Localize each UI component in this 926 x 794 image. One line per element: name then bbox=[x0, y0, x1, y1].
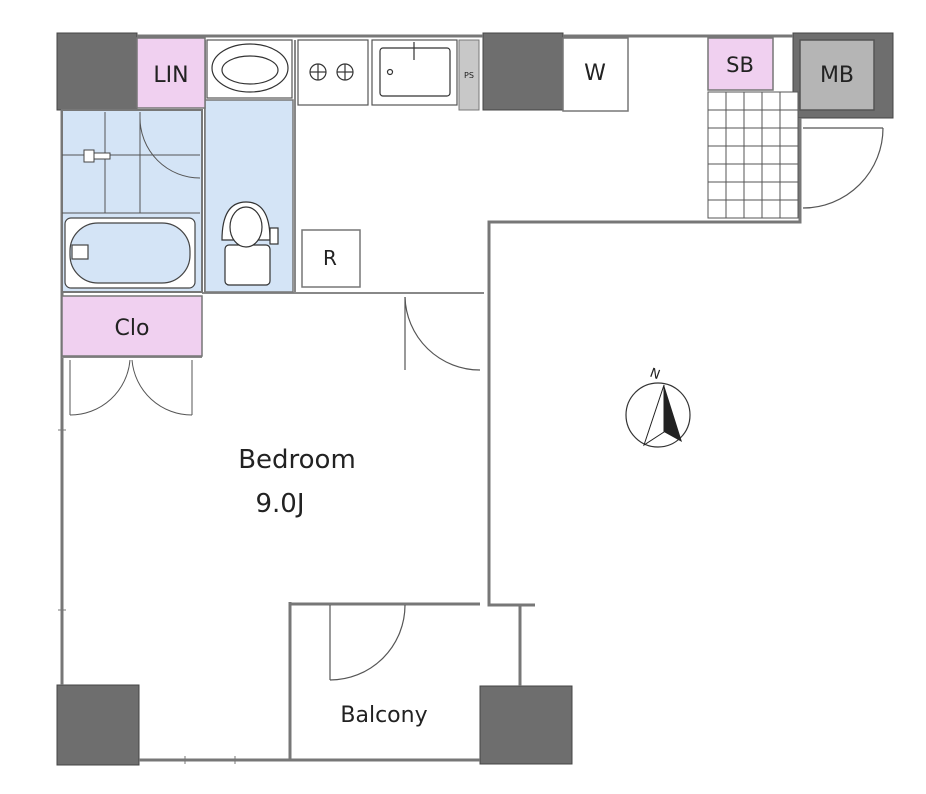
kitchen: PS bbox=[297, 39, 480, 111]
shoe-box-label: SB bbox=[726, 53, 754, 77]
washer-label: W bbox=[584, 61, 606, 86]
linen-closet: LIN bbox=[136, 37, 206, 109]
bathtub-icon bbox=[64, 217, 196, 289]
washbasin-icon bbox=[211, 43, 289, 93]
north-label: N bbox=[648, 366, 662, 383]
closet: Clo bbox=[61, 295, 203, 416]
sink-icon bbox=[379, 42, 451, 97]
entrance-door-swing-icon bbox=[802, 127, 884, 209]
shower-faucet-icon bbox=[83, 149, 111, 163]
walls bbox=[60, 34, 802, 762]
toilet-room bbox=[204, 99, 294, 293]
bedroom-name-label: Bedroom bbox=[238, 445, 356, 475]
stove-icon bbox=[309, 63, 354, 81]
refrigerator-label: R bbox=[323, 246, 337, 270]
closet-door-swing-icon bbox=[69, 359, 193, 416]
meter-box: MB bbox=[799, 39, 875, 111]
bedroom-size-label: 9.0J bbox=[255, 489, 304, 519]
bedroom-door-swing-icon bbox=[404, 296, 481, 371]
compass-icon: N bbox=[625, 366, 691, 448]
washer-space: W bbox=[562, 37, 629, 112]
washbasin bbox=[206, 39, 293, 99]
refrigerator-space: R bbox=[301, 229, 361, 288]
window-marks bbox=[58, 429, 236, 764]
balcony-door-swing-icon bbox=[329, 604, 406, 681]
pipe-space-label: PS bbox=[464, 71, 474, 80]
closet-label: Clo bbox=[115, 316, 150, 341]
balcony-label: Balcony bbox=[340, 703, 427, 728]
linen-label: LIN bbox=[153, 63, 188, 88]
toilet-icon bbox=[221, 201, 279, 286]
entrance-tiles bbox=[707, 91, 799, 219]
bathroom bbox=[61, 109, 203, 293]
meter-box-label: MB bbox=[820, 63, 854, 88]
